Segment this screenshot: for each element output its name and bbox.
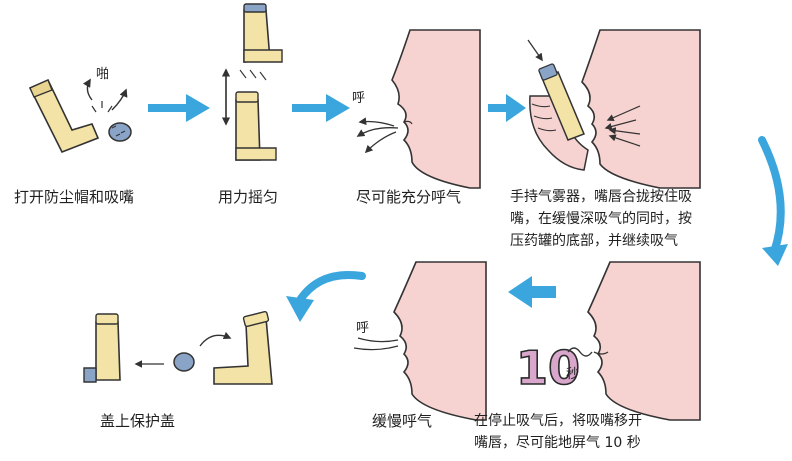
step6-sound: 呼 (356, 321, 369, 336)
step2-caption: 用力摇匀 (218, 188, 279, 206)
flow-arrow-icon (148, 94, 210, 122)
step3-sound: 呼 (352, 91, 365, 106)
flow-arrow-icon (296, 271, 366, 304)
inhaler-icon (235, 91, 277, 161)
face-profile-icon (393, 261, 487, 421)
step2-illustration (221, 3, 283, 161)
step5-caption: 在停止吸气后，将吸嘴移开 嘴唇，尽可能地屏气 10 秒 (474, 413, 642, 451)
inhaler-icon (28, 78, 100, 154)
face-profile-icon (391, 29, 481, 189)
step1-caption: 打开防尘帽和吸嘴 (14, 188, 135, 206)
inhaler-icon (83, 313, 121, 383)
step7-caption: 盖上保护盖 (100, 412, 176, 430)
step1-illustration (28, 78, 132, 154)
step3-caption: 尽可能充分呼气 (356, 188, 462, 206)
counter-unit: 秒 (566, 367, 579, 382)
inhaler-icon (538, 63, 585, 141)
step6-caption: 缓慢呼气 (372, 412, 433, 430)
flow-arrow-icon (508, 276, 556, 308)
step7-illustration (83, 310, 273, 385)
inhaler-icon (213, 310, 273, 385)
step4-caption: 手持气雾器，嘴唇合拢按住吸 嘴，在缓慢深吸气的同时，按 压药罐的底部，并继续吸气 (510, 189, 692, 249)
dust-cap-icon (108, 122, 132, 142)
face-profile-icon (581, 29, 701, 189)
step1-sound: 啪 (96, 66, 109, 82)
flow-arrow-icon (488, 94, 526, 122)
inhaler-icon (243, 3, 283, 63)
flow-arrow-icon (758, 136, 785, 256)
flow-arrow-icon (292, 94, 350, 122)
dust-cap-icon (173, 352, 195, 372)
face-profile-icon (587, 261, 701, 421)
